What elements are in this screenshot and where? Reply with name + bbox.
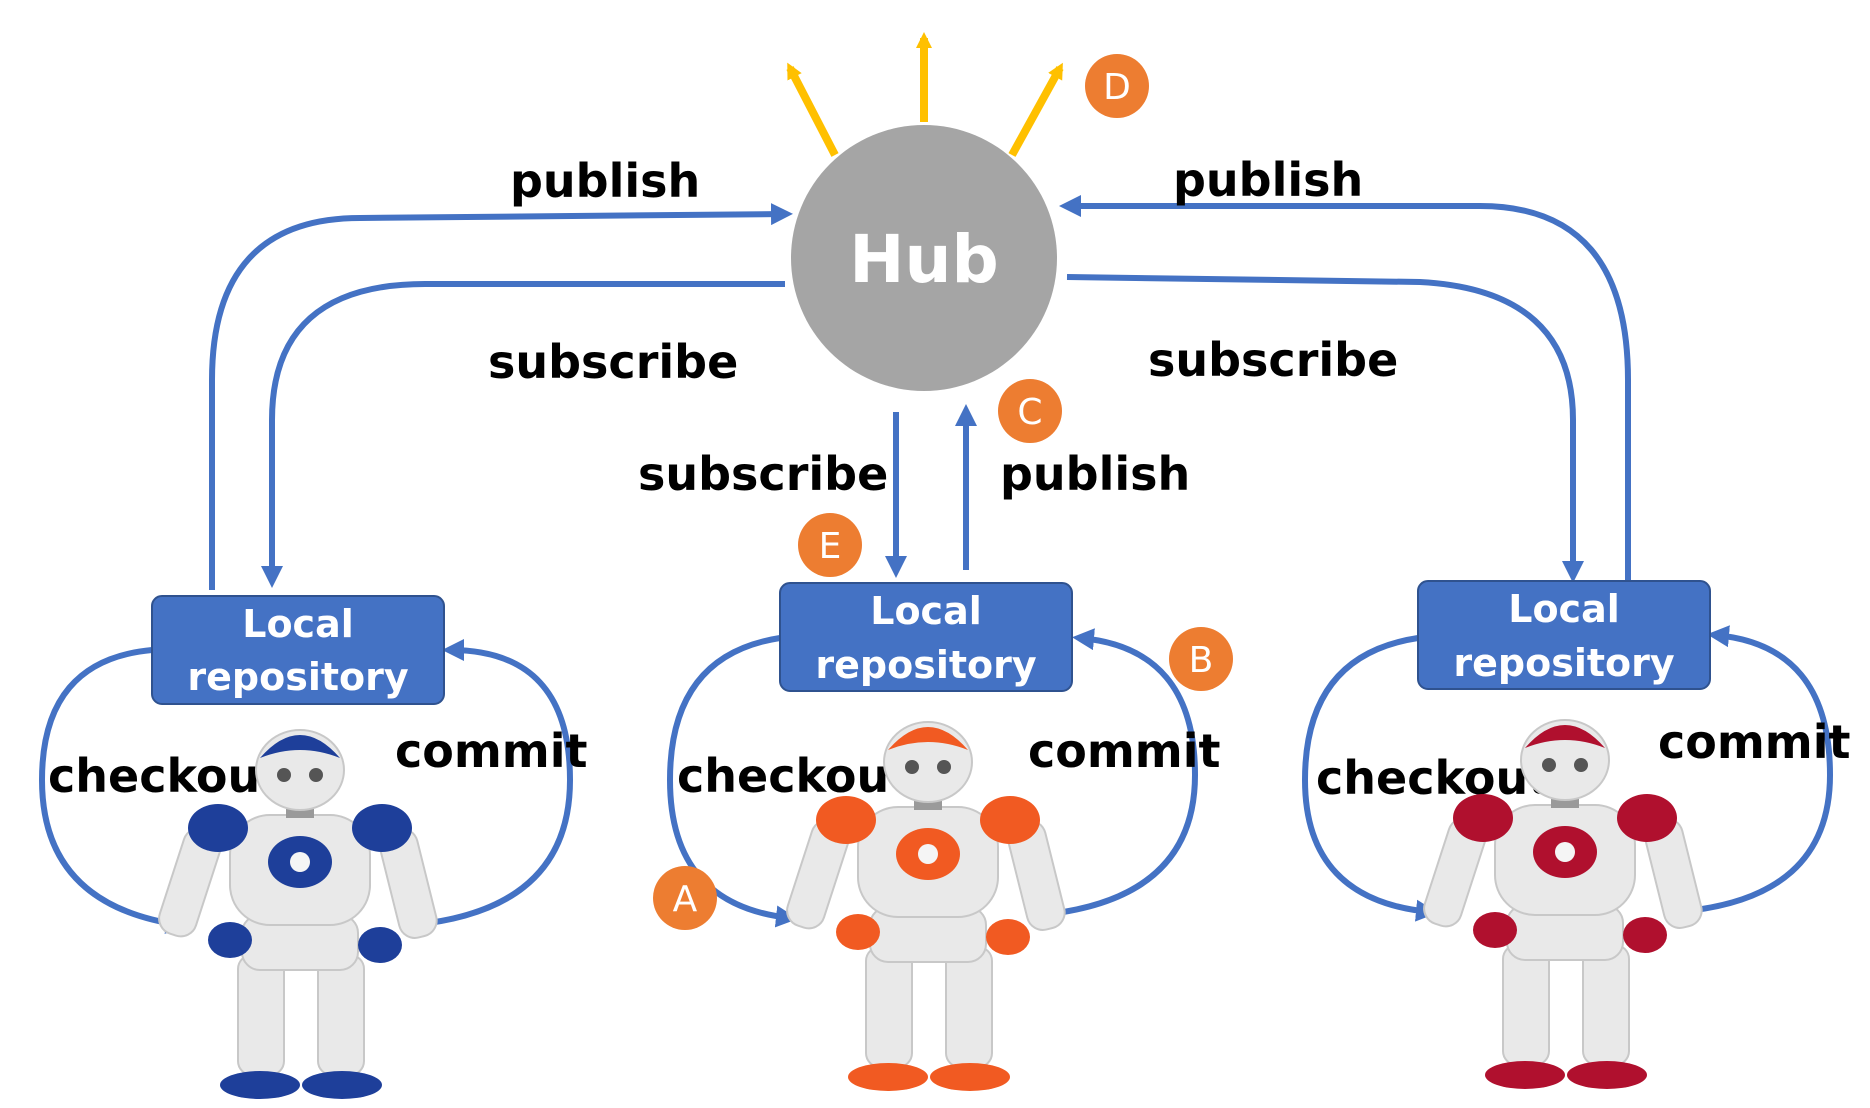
robot-part [1567,1061,1647,1089]
robot-part [848,1063,928,1091]
robot-icon-blue [158,729,438,1099]
robot-part [980,796,1040,844]
label-publish-left: publish [510,154,700,208]
robot-part [260,735,340,758]
label-publish-right: publish [1173,153,1363,207]
broadcast-arrow-left [786,62,839,157]
badge-a: A [653,866,717,930]
robot-part [1453,794,1513,842]
robot-part [309,768,323,782]
robot-part [1473,912,1517,948]
robot-part [937,760,951,774]
broadcast-arrows [786,32,1064,157]
robot-part [290,852,310,872]
robot-part [317,954,365,1076]
loop-checkout-center [666,635,798,928]
badge-d: D [1085,54,1149,118]
hub-label: Hub [849,221,998,298]
robot-part [358,927,402,963]
svg-text:B: B [1189,640,1214,681]
robot-part [816,796,876,844]
badge-e: E [798,513,862,577]
robot-part [930,1063,1010,1091]
robot-part [188,804,248,852]
badge-c: C [998,379,1062,443]
label-subscribe-right: subscribe [1148,333,1398,387]
robot-part [220,1071,300,1099]
svg-text:C: C [1017,392,1042,433]
repo-right-line1: Local [1508,587,1620,631]
robot-part [277,768,291,782]
robot-icon-orange [786,721,1066,1091]
svg-text:D: D [1103,67,1131,108]
label-checkout-right: checkout [1316,751,1550,805]
checkout-commit-loops [38,625,1834,934]
robot-part [986,919,1030,955]
robot-part [1574,758,1588,772]
badge-b: B [1169,627,1233,691]
label-publish-center: publish [1000,447,1190,501]
robot-part [237,954,285,1076]
repo-left-line2: repository [187,655,408,699]
robot-part [1525,725,1605,748]
loop-checkout-left [38,647,188,934]
repo-left-line1: Local [242,602,354,646]
publish-subscribe-edges [209,195,1631,590]
robot-part [1485,1061,1565,1089]
label-commit-right: commit [1658,715,1851,769]
robot-part [352,804,412,852]
robot-part [1502,944,1550,1066]
broadcast-arrow-right [1008,62,1064,157]
edge-publish-left [209,203,793,590]
hub-node [791,125,1057,391]
svg-text:A: A [673,879,698,920]
loop-commit-center [1039,628,1199,918]
label-checkout-center: checkout [677,749,911,803]
robot-part [1617,794,1677,842]
label-commit-left: commit [395,724,588,778]
loop-commit-left [411,639,574,928]
loop-checkout-right [1301,635,1438,922]
edge-publish-right [1059,195,1631,585]
repo-center-line2: repository [815,643,1036,687]
loop-commit-right [1675,625,1834,915]
robot-part [1542,758,1556,772]
edge-subscribe-right [1066,274,1584,583]
robot-part [302,1071,382,1099]
robot-part [1623,917,1667,953]
robot-part [208,922,252,958]
label-checkout-left: checkout [48,749,282,803]
local-repository-center: Local repository [779,582,1073,692]
repo-center-line1: Local [870,589,982,633]
repo-right-line2: repository [1453,641,1674,685]
robot-part [1582,944,1630,1066]
robot-part [945,946,993,1068]
robot-part [905,760,919,774]
robot-part [918,844,938,864]
label-commit-center: commit [1028,724,1221,778]
robot-part [888,727,968,750]
local-repository-left: Local repository [151,595,445,705]
robot-part [836,914,880,950]
robot-icon-red [1423,719,1703,1089]
robot-part [865,946,913,1068]
label-subscribe-left: subscribe [488,335,738,389]
robot-part [1555,842,1575,862]
label-subscribe-center: subscribe [638,447,888,501]
edge-subscribe-left [261,281,785,588]
local-repository-right: Local repository [1417,580,1711,690]
svg-text:E: E [819,526,842,567]
